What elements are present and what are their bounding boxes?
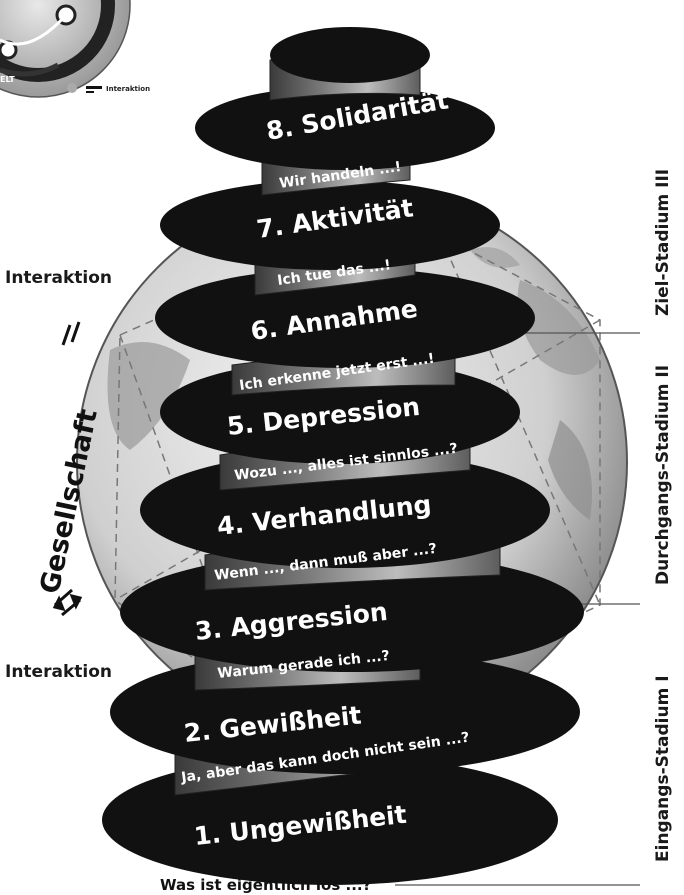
interaction-arrows-bottom: [52, 588, 83, 617]
corner-globe-fragment: [0, 0, 131, 98]
interaction-label-bottom: Interaktion: [5, 662, 112, 682]
corner-legend-text: Interaktion: [106, 85, 151, 93]
interaction-arrows-top: [61, 321, 81, 346]
phase-label-3: Ziel-Stadium III: [653, 168, 673, 316]
corner-world-text: ELT: [0, 75, 15, 84]
phase-label-1: Eingangs-Stadium I: [653, 675, 673, 862]
stage-1-subtitle: Was ist eigentlich los ...?: [160, 876, 371, 894]
spiral-discs: [102, 27, 584, 885]
interaction-label-top: Interaktion: [5, 268, 112, 288]
phase-label-2: Durchgangs-Stadium II: [653, 364, 673, 585]
